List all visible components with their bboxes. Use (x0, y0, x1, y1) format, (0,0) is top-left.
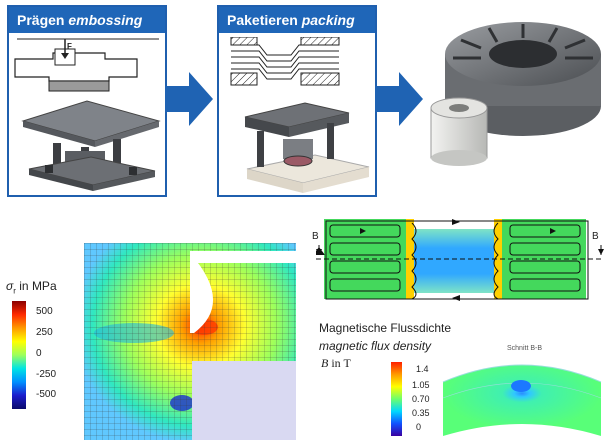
embossing-title-de: Prägen (17, 12, 65, 28)
flux-colorbar (391, 362, 402, 436)
stress-tick-2: 250 (36, 327, 53, 338)
flux-tick-3: 0.70 (412, 394, 430, 404)
flux-symbol: B (321, 356, 329, 370)
stress-tick-5: -500 (36, 389, 57, 400)
packing-schematic (230, 37, 340, 86)
packing-panel: Paketieren packing (217, 5, 377, 197)
flux-tick-4: 0.35 (412, 408, 430, 418)
flux-tick-1: 1.4 (416, 364, 429, 374)
packing-title-en: packing (301, 12, 355, 28)
stress-colorbar (12, 301, 26, 409)
flux-tick-5: 0 (416, 422, 422, 432)
stator-rotor-image (430, 22, 601, 166)
flux-stack-diagram (316, 219, 604, 301)
stress-tick-3: 0 (36, 348, 42, 359)
flux-section-caption: Schnitt B-B (507, 345, 543, 352)
flux-section-marker-right: B (592, 231, 599, 242)
stress-subscript: r (13, 286, 16, 296)
packing-tool-image (244, 102, 370, 193)
flux-title-en: magnetic flux density (319, 339, 432, 353)
embossing-panel: Prägen embossing F (7, 5, 167, 197)
flux-section-plot (442, 364, 602, 436)
embossing-schematic: F (14, 38, 159, 92)
stress-symbol: σ (6, 279, 14, 293)
stress-tick-1: 500 (36, 306, 53, 317)
force-label: F (67, 42, 72, 51)
flux-section-marker-left: B (312, 231, 319, 242)
flux-unit: in T (331, 356, 351, 370)
process-arrow-2 (375, 72, 423, 126)
stress-fem-plot (84, 243, 296, 440)
embossing-press-image (21, 100, 161, 191)
packing-title: Paketieren packing (219, 7, 375, 33)
stress-unit: in MPa (19, 279, 57, 293)
flux-tick-2: 1.05 (412, 380, 430, 390)
flux-symbol-unit: B in T (321, 356, 351, 371)
stress-tick-4: -250 (36, 369, 57, 380)
process-arrow-1 (165, 72, 213, 126)
flux-title-de: Magnetische Flussdichte (319, 321, 452, 335)
stress-legend-title: σr in MPa (6, 279, 57, 295)
packing-title-de: Paketieren (227, 12, 298, 28)
embossing-title-en: embossing (68, 12, 143, 28)
embossing-title: Prägen embossing (9, 7, 165, 33)
